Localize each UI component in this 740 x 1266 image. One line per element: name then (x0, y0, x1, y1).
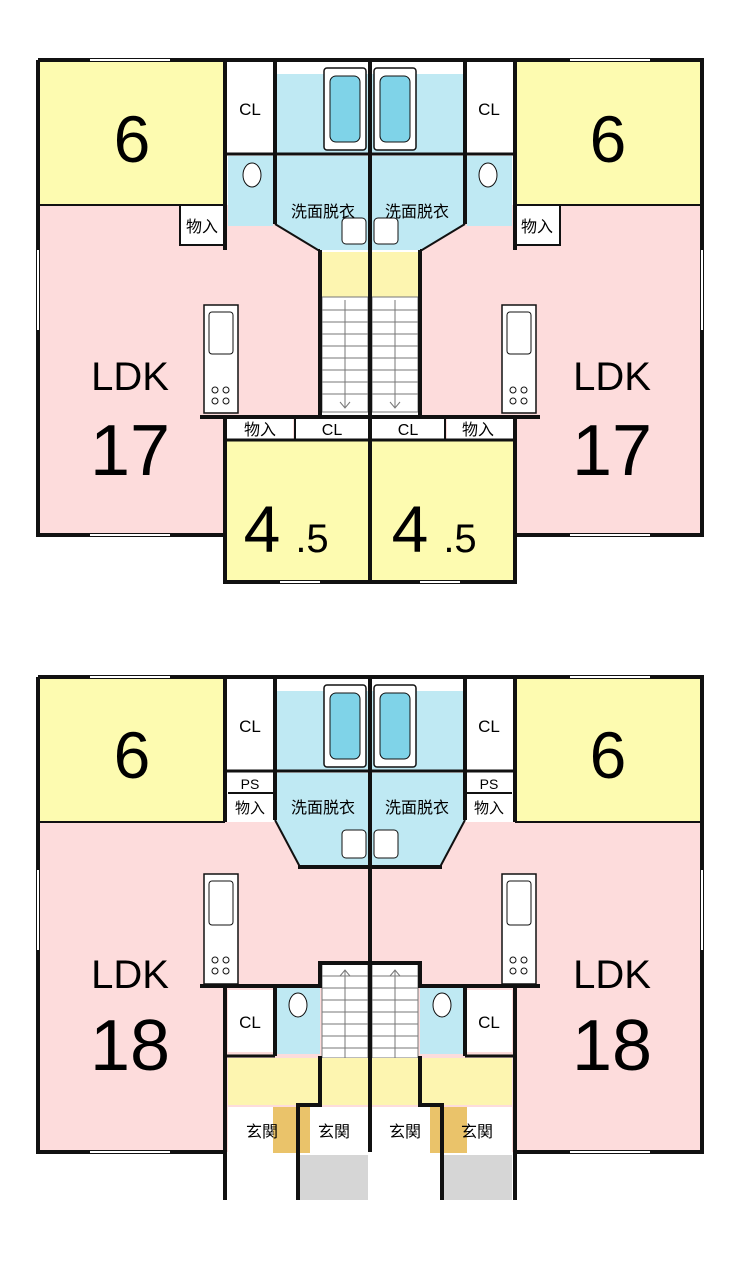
upper-washroom-left-label: 洗面脱衣 (291, 202, 355, 221)
upper-room45-left (225, 440, 368, 580)
upper-kitchen-left (203, 304, 239, 414)
lower-closet-left (228, 679, 273, 771)
lower-storage-left-box (228, 795, 273, 819)
upper-cl-mid-left-box (295, 417, 368, 440)
upper-storage-right-box (515, 205, 560, 245)
upper-storage-mid-left-box (225, 417, 293, 440)
lower-genkan-4-label: 玄関 (461, 1122, 493, 1141)
lower-porch-left (300, 1155, 368, 1200)
lower-storage-right-box (467, 795, 512, 819)
upper-closet-right-label: CL (478, 100, 500, 119)
lower-ps-right-box (467, 773, 512, 793)
lower-ldk-left-size: 18 (90, 1006, 170, 1086)
lower-bedroom-right-label: 6 (590, 718, 627, 792)
upper-closet-left (228, 62, 273, 154)
lower-ps-left-label: PS (241, 776, 260, 792)
lower-kitchen-right (501, 873, 537, 985)
upper-closet-right (467, 62, 512, 154)
upper-sink-left (341, 217, 367, 245)
lower-closet-right (467, 679, 512, 771)
lower-walls (36, 675, 704, 1200)
lower-washroom-right-label: 洗面脱衣 (385, 798, 449, 817)
upper-ldk-left-label: LDK (91, 355, 169, 399)
upper-cl-mid-right-box (372, 417, 445, 440)
lower-closet-low-right-label: CL (478, 1013, 500, 1032)
lower-bedroom-left-label: 6 (114, 718, 151, 792)
lower-porch-right (442, 1155, 512, 1200)
lower-toilet-right (432, 992, 452, 1018)
upper-cl-mid-right-label: CL (398, 422, 419, 439)
upper-storage-mid-right-label: 物入 (462, 420, 494, 439)
lower-storage-left-label: 物入 (235, 799, 265, 817)
upper-room45-left-int: 4 (244, 492, 281, 566)
lower-ldk-left-label: LDK (91, 953, 169, 997)
upper-storage-mid-left-label: 物入 (244, 420, 276, 439)
lower-closet-right-label: CL (478, 717, 500, 736)
lower-hall-right (370, 1058, 512, 1105)
upper-cl-mid-left-label: CL (322, 422, 343, 439)
upper-sink-right (373, 217, 399, 245)
upper-bedroom-right-label: 6 (590, 102, 627, 176)
lower-stairs-left (321, 962, 369, 1059)
upper-closet-left-label: CL (239, 100, 261, 119)
upper-kitchen-right (501, 304, 537, 414)
upper-room45-left-dec: .5 (295, 517, 328, 561)
upper-hall-left (320, 252, 368, 297)
upper-room45-right-dec: .5 (443, 517, 476, 561)
upper-floor-plan (36, 58, 704, 584)
lower-bedroom-left (38, 677, 225, 822)
upper-toilet-left (242, 162, 262, 188)
lower-closet-low-right (467, 990, 512, 1052)
upper-bedroom-left (38, 60, 225, 205)
upper-storage-left-box (180, 205, 225, 245)
upper-hall-right (372, 252, 420, 297)
lower-closet-low-left (228, 990, 273, 1052)
lower-ps-left-box (228, 773, 273, 793)
lower-washroom-left-label: 洗面脱衣 (291, 798, 355, 817)
upper-stairs-left (321, 296, 369, 413)
lower-ldk-right-size: 18 (572, 1006, 652, 1086)
upper-bedroom-right (515, 60, 702, 205)
lower-windows (37, 676, 703, 1153)
lower-bedroom-right (515, 677, 702, 822)
lower-sink-left (341, 829, 367, 859)
upper-ldk-right-size: 17 (572, 411, 652, 491)
upper-storage-mid-right-box (447, 417, 515, 440)
lower-closet-low-left-label: CL (239, 1013, 261, 1032)
lower-kitchen-left (203, 873, 239, 985)
lower-ldk-right-label: LDK (573, 953, 651, 997)
lower-genkan-2-label: 玄関 (318, 1122, 350, 1141)
upper-windows (37, 59, 703, 583)
upper-ldk-left-size: 17 (90, 411, 170, 491)
upper-room45-right-int: 4 (392, 492, 429, 566)
lower-genkan-3-label: 玄関 (389, 1122, 421, 1141)
lower-genkan-1 (228, 1107, 273, 1153)
upper-stairs-right (371, 296, 419, 413)
lower-sink-right (373, 829, 399, 859)
lower-toilet-left (288, 992, 308, 1018)
lower-stairs-right (371, 962, 419, 1059)
lower-storage-right-label: 物入 (474, 799, 504, 817)
upper-ldk-right-label: LDK (573, 355, 651, 399)
upper-washroom-right-label: 洗面脱衣 (385, 202, 449, 221)
lower-genkan-3 (372, 1107, 440, 1153)
upper-storage-left-label: 物入 (186, 217, 218, 236)
lower-hall-left (228, 1058, 370, 1105)
upper-toilet-right (478, 162, 498, 188)
lower-genkan-2 (300, 1107, 368, 1153)
upper-bedroom-left-label: 6 (114, 102, 151, 176)
upper-room45-right (372, 440, 515, 580)
lower-closet-left-label: CL (239, 717, 261, 736)
lower-genkan-1-label: 玄関 (246, 1122, 278, 1141)
upper-storage-right-label: 物入 (521, 217, 553, 236)
lower-ps-right-label: PS (480, 776, 499, 792)
lower-floor-plan (36, 675, 704, 1200)
